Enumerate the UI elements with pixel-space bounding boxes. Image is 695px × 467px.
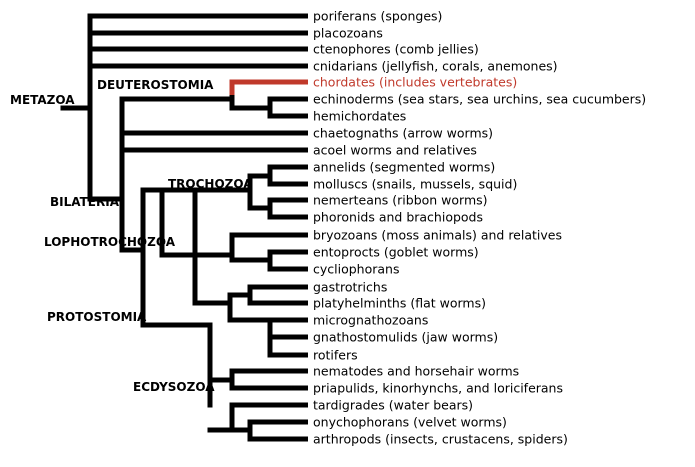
taxon-label-bryozoans: bryozoans (moss animals) and relatives xyxy=(313,228,562,243)
tree-branches xyxy=(60,13,308,442)
clade-label-protostomia: PROTOSTOMIA xyxy=(47,310,147,324)
taxon-label-rotifers: rotifers xyxy=(313,348,358,363)
taxon-label-nemerteans: nemerteans (ribbon worms) xyxy=(313,193,488,208)
taxon-label-annelids: annelids (segmented worms) xyxy=(313,160,495,175)
taxon-label-molluscs: molluscs (snails, mussels, squid) xyxy=(313,177,517,192)
taxon-label-cycliophorans: cycliophorans xyxy=(313,262,399,277)
taxon-label-platyhelminths: platyhelminths (flat worms) xyxy=(313,296,486,311)
taxon-label-chordates: chordates (includes vertebrates) xyxy=(313,75,517,90)
clade-label-ecdysozoa: ECDYSOZOA xyxy=(133,380,215,394)
taxon-label-arthropods: arthropods (insects, crustacens, spiders… xyxy=(313,432,568,447)
taxon-label-gastrotrichs: gastrotrichs xyxy=(313,280,387,295)
clade-label-deuterostomia: DEUTEROSTOMIA xyxy=(97,78,214,92)
taxon-label-onychophorans: onychophorans (velvet worms) xyxy=(313,415,507,430)
taxon-label-entoprocts: entoprocts (goblet worms) xyxy=(313,245,479,260)
taxon-label-placozoans: placozoans xyxy=(313,26,383,41)
taxon-label-micrognathozoans: micrognathozoans xyxy=(313,313,428,328)
clade-label-trochozoa: TROCHOZOA xyxy=(168,177,253,191)
taxon-label-chaetognaths: chaetognaths (arrow worms) xyxy=(313,126,493,141)
taxon-label-priapulids: priapulids, kinorhynchs, and loriciferan… xyxy=(313,381,563,396)
taxon-label-gnathostomulids: gnathostomulids (jaw worms) xyxy=(313,330,498,345)
taxon-label-cnidarians: cnidarians (jellyfish, corals, anemones) xyxy=(313,59,558,74)
taxon-label-nematodes: nematodes and horsehair worms xyxy=(313,364,519,379)
taxon-label-phoronids: phoronids and brachiopods xyxy=(313,210,483,225)
taxon-label-echinoderms: echinoderms (sea stars, sea urchins, sea… xyxy=(313,92,646,107)
taxon-label-acoel: acoel worms and relatives xyxy=(313,143,477,158)
clade-label-lophotrochozoa: LOPHOTROCHOZOA xyxy=(44,235,176,249)
taxon-label-poriferans: poriferans (sponges) xyxy=(313,9,442,24)
taxon-label-ctenophores: ctenophores (comb jellies) xyxy=(313,42,479,57)
taxon-label-hemichordates: hemichordates xyxy=(313,109,406,124)
taxon-labels: poriferans (sponges) placozoansctenophore… xyxy=(313,9,646,447)
clade-label-bilateria: BILATERIA xyxy=(50,195,120,209)
taxon-label-tardigrades: tardigrades (water bears) xyxy=(313,398,473,413)
clade-label-metazoa: METAZOA xyxy=(10,93,75,107)
clade-labels: METAZOA DEUTEROSTOMIA BILATERIA LOPHOTROCHO… xyxy=(10,78,253,394)
